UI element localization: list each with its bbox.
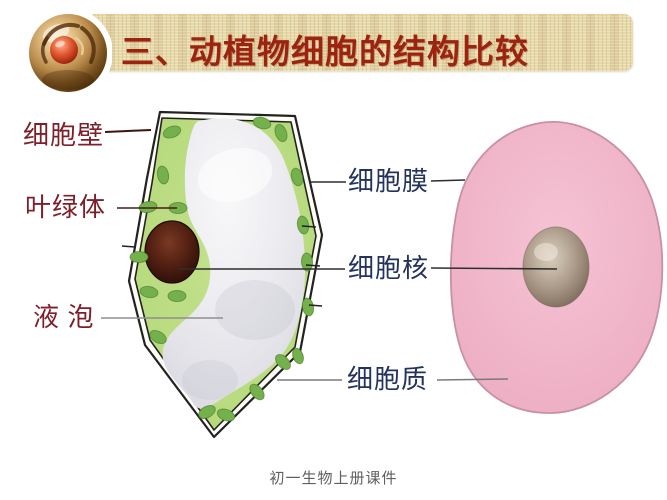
vacuole-shade [182,360,238,400]
chloroplast [129,251,149,263]
label-cytoplasm: 细胞质 [347,365,429,394]
chloroplast [290,167,304,187]
chloroplast [149,329,167,345]
chloroplast [252,116,272,130]
nucleus-highlight [534,243,558,261]
wall-ticks [121,225,323,307]
title-banner [90,14,633,71]
chloroplast [274,123,288,143]
chloroplast [275,354,291,370]
label-cell-wall: 细胞壁 [23,121,105,150]
cytoplasm-line-right [436,378,509,381]
cell-sphere-icon [24,8,112,98]
plant-cell [121,110,324,439]
chloroplast [249,383,265,401]
footer-caption: 初一生物上册课件 [269,471,398,487]
chloroplast [139,285,159,299]
vacuole-shade [215,280,295,340]
plant-vacuole-shape [162,118,306,409]
chloroplast [162,125,182,139]
chloroplast [296,215,310,235]
label-chloroplast: 叶绿体 [25,193,107,222]
nucleus-line-right [430,267,558,270]
label-vacuole: 液 泡 [33,303,95,332]
animal-nucleus [522,226,590,308]
chloroplast [198,404,216,420]
chloroplast [156,165,170,185]
cell-wall-line [104,129,152,133]
plant-nucleus [144,220,200,284]
chloroplast [216,408,236,422]
slide-title: 三、动植物细胞的结构比较 [121,33,529,70]
label-nucleus: 细胞核 [348,254,430,283]
membrane-line-right [430,179,466,182]
animal-cell [449,121,664,414]
chloroplast [292,347,304,365]
label-cell-membrane: 细胞膜 [348,167,430,196]
pointer-lines [101,129,558,381]
chloroplast [300,252,314,272]
vacuole-highlight [197,148,273,202]
chloroplast [167,290,187,302]
